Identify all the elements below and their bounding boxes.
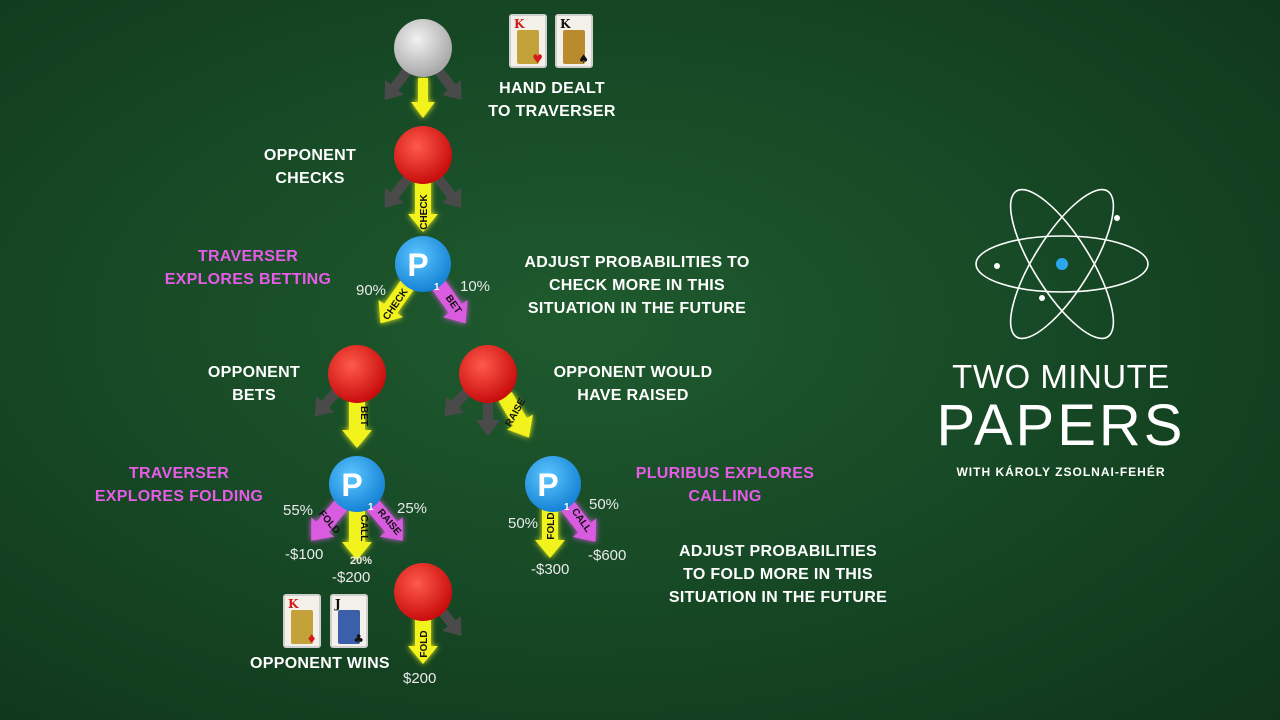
- explored-edges: [311, 78, 597, 664]
- prob-50-fold: 50%: [508, 515, 539, 532]
- edge-call-2: [559, 499, 597, 542]
- action-label-fold-2: FOLD: [546, 512, 557, 539]
- player-node: P 1: [525, 456, 581, 513]
- two-minute-papers-logo: TWO MINUTE PAPERS WITH KÁROLY ZSOLNAI-FE…: [935, 180, 1195, 510]
- player-letter: P: [537, 467, 558, 503]
- edge-fold: [311, 498, 349, 541]
- payoff-minus-300: -$300: [531, 561, 570, 578]
- prob-50-call: 50%: [589, 496, 620, 513]
- edge-raise-2: [365, 498, 403, 541]
- edge-bet: [431, 279, 468, 324]
- card: K ♥: [509, 14, 547, 68]
- label-adjust-fold: ADJUST PROBABILITIES TO FOLD MORE IN THI…: [668, 543, 888, 606]
- edge-check-2: [378, 279, 415, 324]
- edge-call: [342, 510, 372, 560]
- pruned-edge: [476, 398, 500, 436]
- prob-20: 20%: [350, 555, 373, 567]
- action-label-check: CHECK: [419, 193, 430, 229]
- prob-25: 25%: [397, 500, 428, 517]
- brand-line-1: TWO MINUTE: [952, 358, 1170, 395]
- card: J ♣: [330, 594, 368, 648]
- player-node: P 1: [329, 456, 385, 513]
- payoff-200: $200: [403, 670, 437, 687]
- opponent-node: [394, 563, 452, 621]
- edge-raise: [498, 392, 533, 438]
- label-opponent-would-have-raised: OPPONENT WOULD HAVE RAISED: [553, 364, 713, 404]
- player-sub: 1: [434, 282, 440, 293]
- label-opponent-bets: OPPONENT BETS: [207, 364, 301, 404]
- prob-55: 55%: [283, 502, 314, 519]
- player-letter: P: [407, 247, 428, 283]
- opponent-node: [394, 126, 452, 184]
- payoff-minus-600: -$600: [588, 547, 627, 564]
- opponent-node: [459, 345, 517, 403]
- player-sub: 1: [368, 502, 374, 513]
- pruned-edge: [434, 174, 462, 208]
- card: K ♦: [283, 594, 321, 648]
- action-label-fold-3: FOLD: [419, 630, 430, 657]
- player-letter: P: [341, 467, 362, 503]
- card: K ♠: [555, 14, 593, 68]
- prob-10: 10%: [460, 278, 491, 295]
- pruned-edge: [384, 66, 412, 100]
- edge-bet-2: [342, 398, 372, 448]
- opponent-node: [328, 345, 386, 403]
- edge-fold-2: [535, 506, 565, 558]
- edge-check: [408, 178, 438, 232]
- payoff-minus-200: -$200: [332, 569, 371, 586]
- player-node: P 1: [395, 236, 451, 293]
- atom-icon: [975, 188, 1149, 340]
- label-adjust-check: ADJUST PROBABILITIES TO CHECK MORE IN TH…: [524, 254, 750, 317]
- prob-90: 90%: [356, 282, 387, 299]
- chance-node: [394, 19, 452, 77]
- action-label-call: CALL: [358, 515, 369, 542]
- pruned-edge: [434, 66, 462, 100]
- label-opponent-checks: OPPONENT CHECKS: [263, 147, 357, 187]
- action-label-bet-2: BET: [358, 406, 369, 426]
- brand-line-2: PAPERS: [936, 393, 1186, 458]
- label-opponent-wins: OPPONENT WINS: [250, 655, 390, 672]
- label-traverser-explores-folding: TRAVERSER EXPLORES FOLDING: [94, 465, 264, 505]
- explored-edge: [411, 78, 435, 118]
- player-sub: 1: [564, 502, 570, 513]
- label-pluribus-explores-calling: PLURIBUS EXPLORES CALLING: [635, 465, 815, 505]
- payoff-minus-100: -$100: [285, 546, 324, 563]
- label-hand-dealt: HAND DEALT TO TRAVERSER: [488, 80, 616, 120]
- edge-fold-3: [408, 610, 438, 664]
- brand-line-3: WITH KÁROLY ZSOLNAI-FEHÉR: [956, 465, 1166, 479]
- pruned-edge: [384, 174, 412, 208]
- label-traverser-explores-betting: TRAVERSER EXPLORES BETTING: [164, 248, 332, 288]
